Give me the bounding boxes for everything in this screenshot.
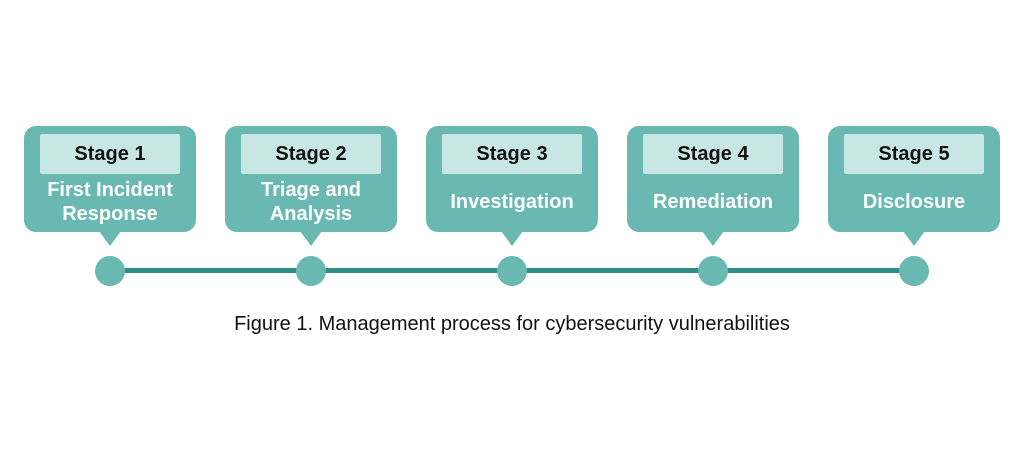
stage-header-1: Stage 1: [40, 134, 180, 174]
stage-header-4: Stage 4: [643, 134, 783, 174]
stage-pointer-2: [300, 231, 322, 246]
stage-label-1: First Incident Response: [47, 179, 173, 225]
stage-label-4: Remediation: [652, 191, 774, 213]
figure-caption: Figure 1. Management process for cyberse…: [234, 313, 790, 335]
stage-pointer-4: [702, 231, 724, 246]
timeline-node-4: [698, 256, 728, 286]
stage-label-3: Investigation: [450, 191, 574, 213]
stage-header-3: Stage 3: [442, 134, 582, 174]
timeline-node-2: [296, 256, 326, 286]
stage-header-2: Stage 2: [241, 134, 381, 174]
stage-pointer-1: [99, 231, 121, 246]
stage-box-2: Stage 2 Triage and Analysis: [225, 126, 397, 246]
timeline-node-3: [497, 256, 527, 286]
stage-label-2: Triage and Analysis: [260, 179, 362, 225]
stage-pointer-5: [903, 231, 925, 246]
stage-label-5: Disclosure: [862, 191, 966, 213]
stage-pointer-3: [501, 231, 523, 246]
stage-box-4: Stage 4 Remediation: [627, 126, 799, 246]
stage-box-3: Stage 3 Investigation: [426, 126, 598, 246]
timeline-node-5: [899, 256, 929, 286]
stage-box-5: Stage 5 Disclosure: [828, 126, 1000, 246]
stage-header-5: Stage 5: [844, 134, 984, 174]
stage-box-1: Stage 1 First Incident Response: [24, 126, 196, 246]
timeline-node-1: [95, 256, 125, 286]
